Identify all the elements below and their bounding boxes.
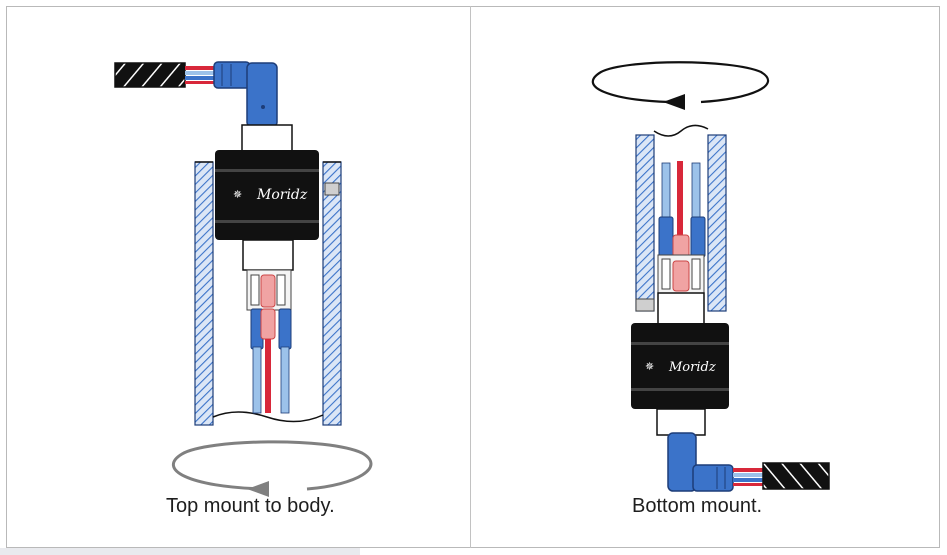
rotation-arrow (591, 61, 769, 110)
wires (658, 161, 706, 264)
bottom-strip (0, 548, 360, 555)
caption-top-mount: Top mount to body. (166, 495, 335, 517)
wires (250, 308, 292, 414)
rotation-arrow (171, 440, 373, 497)
outer-top (0, 0, 947, 6)
ring-logo-mark: ✵ (645, 360, 654, 373)
black-ring (215, 150, 340, 240)
elbow-connector (213, 61, 278, 128)
lower-neck (656, 408, 706, 436)
top-mount-illustration: ✵ Moridz (114, 61, 373, 497)
lower-body (242, 239, 294, 271)
inner-contacts (246, 269, 292, 311)
bottom-mount-illustration: ✵ Moridz (591, 61, 830, 492)
cable (114, 62, 215, 88)
panel-bottom-mount: ✵ Moridz Bottom mount. (471, 7, 939, 547)
inner-contacts (657, 254, 705, 294)
upper-body (657, 292, 705, 328)
ring-logo-text: Moridz (256, 187, 308, 203)
black-ring (631, 323, 729, 409)
caption-bottom-mount: Bottom mount. (632, 495, 763, 517)
housing (635, 124, 727, 312)
panel-top-mount: ✵ Moridz Top mount to body. (7, 7, 470, 547)
cable (733, 462, 830, 490)
housing (194, 161, 342, 426)
elbow-connector (667, 432, 734, 492)
table-frame (6, 6, 940, 548)
ring-logo-mark: ✵ (233, 188, 242, 201)
ring-logo-text: Moridz (668, 360, 716, 375)
column-divider (470, 6, 471, 548)
